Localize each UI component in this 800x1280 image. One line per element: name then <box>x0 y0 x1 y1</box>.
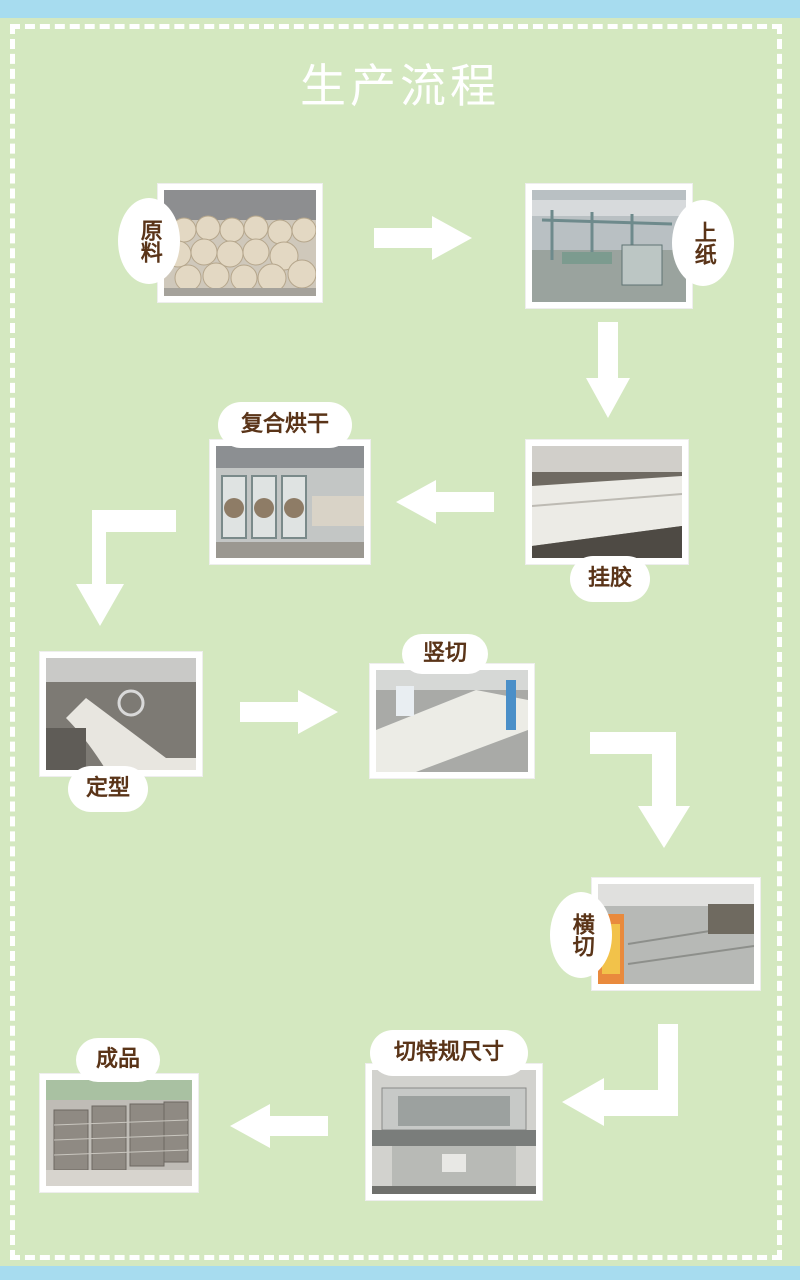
step-label-paper-loading: 上纸 <box>672 200 734 286</box>
step-label-raw-material: 原料 <box>118 198 180 284</box>
arrow-left-icon-2 <box>230 1104 328 1148</box>
photo-paper-loading <box>526 184 692 308</box>
arrow-down-icon <box>586 322 630 418</box>
photo-special-size-cutting <box>366 1064 542 1200</box>
step-label-horizontal-cutting: 横切 <box>550 892 612 978</box>
photo-shaping <box>40 652 202 776</box>
arrow-right-icon-2 <box>240 690 338 734</box>
step-label-gluing: 挂胶 <box>570 556 650 602</box>
page-title: 生产流程 <box>300 59 500 113</box>
dashed-frame <box>10 24 782 1260</box>
arrow-elbow-left-icon <box>562 1024 678 1126</box>
step-label-shaping: 定型 <box>68 766 148 812</box>
arrow-left-icon <box>396 480 494 524</box>
photo-gluing <box>526 440 688 564</box>
photo-horizontal-cutting <box>592 878 760 990</box>
photo-laminating-drying <box>210 440 370 564</box>
bottom-band <box>0 1266 800 1280</box>
top-band <box>0 0 800 18</box>
step-label-vertical-cutting: 竖切 <box>402 634 488 674</box>
arrow-elbow-down-icon <box>72 510 176 626</box>
arrow-right-icon <box>374 216 472 260</box>
step-label-finished-product: 成品 <box>76 1038 160 1082</box>
photo-raw-material <box>158 184 322 302</box>
step-label-laminating-drying: 复合烘干 <box>218 402 352 448</box>
step-label-special-size-cutting: 切特规尺寸 <box>370 1030 528 1076</box>
photo-finished-product <box>40 1074 198 1192</box>
arrow-elbow-down-icon-2 <box>590 732 690 848</box>
photo-vertical-cutting <box>370 664 534 778</box>
